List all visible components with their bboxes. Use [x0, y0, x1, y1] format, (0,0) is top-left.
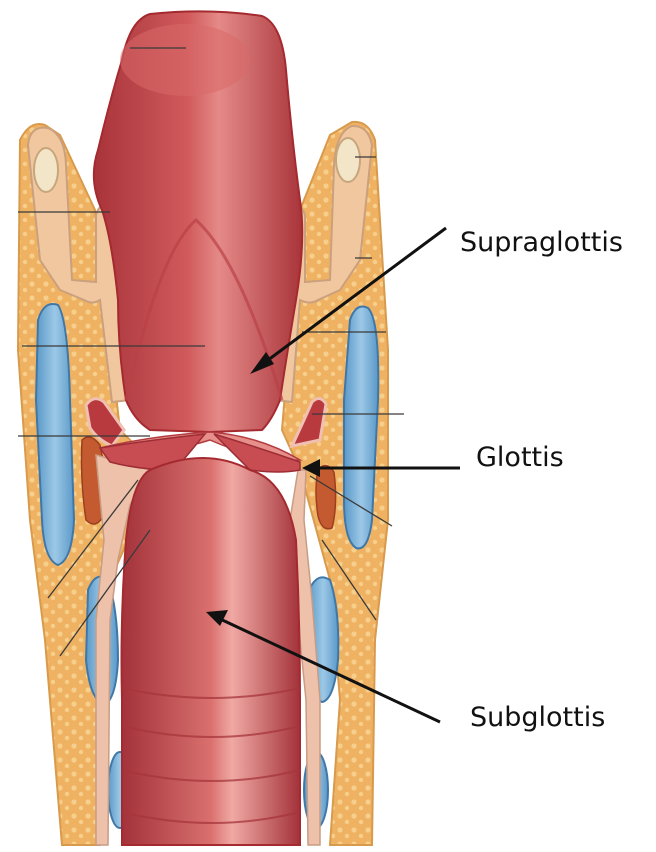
supraglottis-label: Supraglottis: [460, 229, 623, 256]
supraglottic-highlight: [120, 24, 250, 96]
subglottis-label: Subglottis: [470, 704, 605, 731]
cuneiform-cartilage-right: [336, 138, 360, 182]
subglottic-lumen: [122, 458, 301, 845]
glottis-label: Glottis: [476, 444, 564, 471]
cuneiform-cartilage-left: [34, 148, 58, 192]
thyroid-cartilage-right: [344, 307, 378, 549]
